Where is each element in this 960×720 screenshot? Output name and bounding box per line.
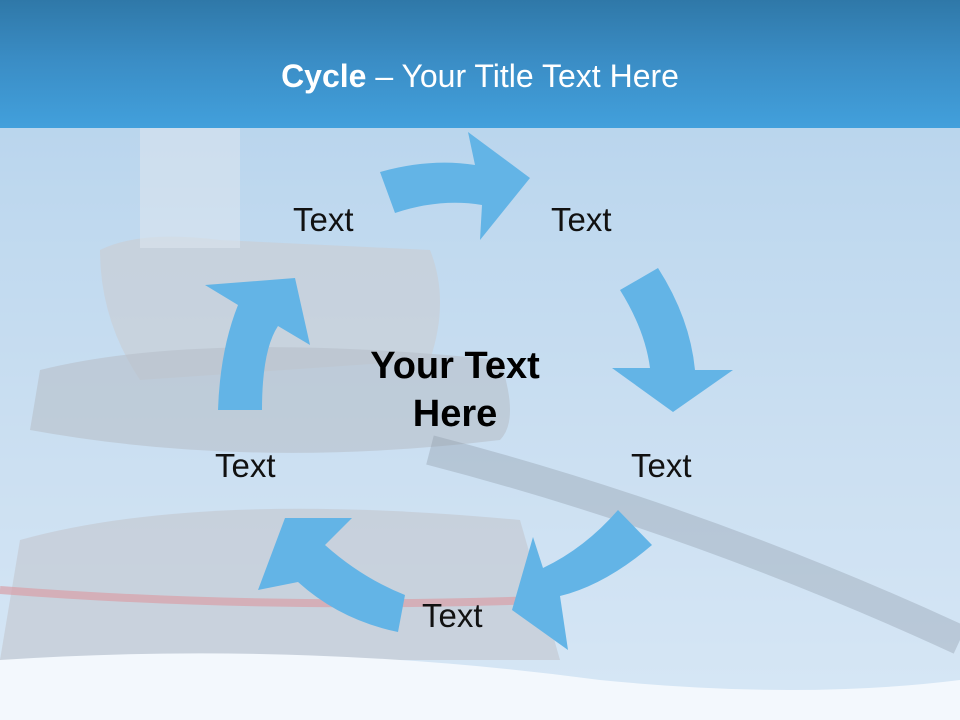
arrow-bottom-left-icon [258,518,405,632]
center-text-line2: Here [412,393,498,435]
arrow-top-icon [380,132,530,240]
arrow-bottom-right-icon [512,510,652,650]
center-text-line1: Your Text [370,345,540,387]
slide-title: Cycle – Your Title Text Here [0,56,960,96]
center-text: Your Text Here [330,342,580,438]
cycle-label-bottom: Text [422,597,483,634]
cycle-label-right: Text [631,447,692,484]
header-band [0,0,960,128]
cycle-label-top-left: Text [293,201,354,238]
arrow-right-icon [612,268,733,412]
arrow-left-icon [205,278,310,410]
cycle-label-left: Text [215,447,276,484]
title-bold: Cycle [281,58,367,94]
title-rest: – Your Title Text Here [366,58,679,94]
cycle-label-top-right: Text [551,201,612,238]
